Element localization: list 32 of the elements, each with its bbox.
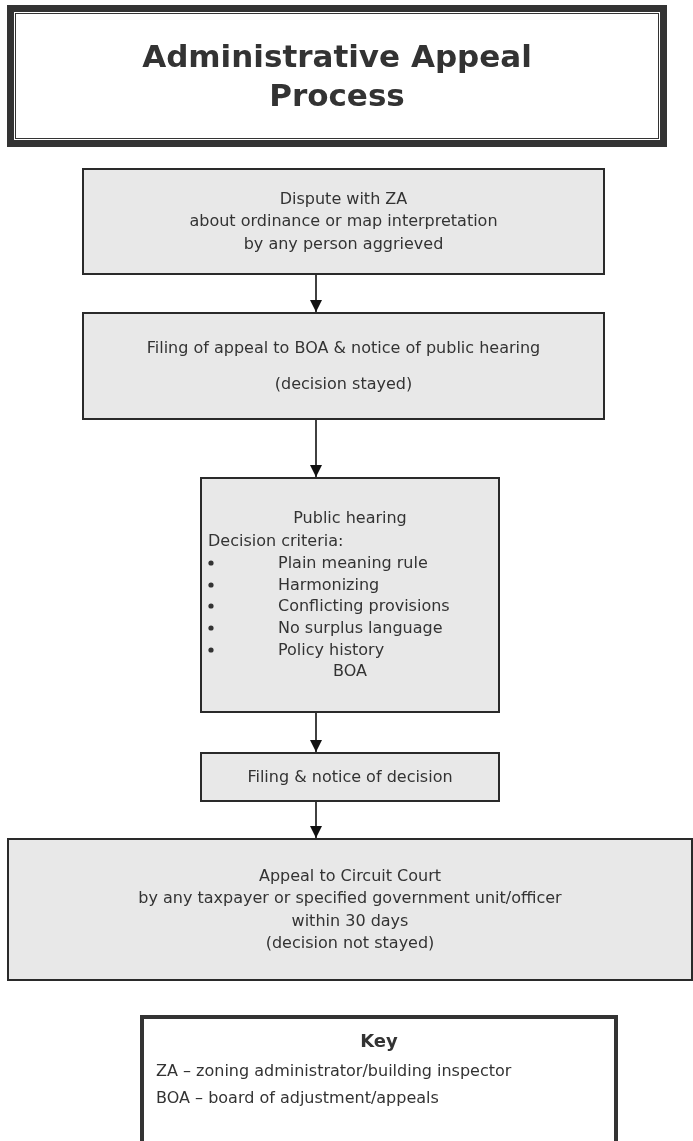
arrow (310, 801, 322, 839)
arrow (310, 274, 322, 313)
box-text: by any person aggrieved (243, 232, 444, 255)
criterion-text: Policy history (278, 638, 385, 661)
box-text: by any taxpayer or specified government unit/officer (138, 887, 562, 910)
box-text: (decision stayed) (274, 373, 413, 395)
box-text: Appeal to Circuit Court (258, 864, 442, 887)
key-box (140, 1015, 618, 1141)
box-text: Public hearing (293, 507, 407, 530)
box-text: Dispute with ZA (279, 187, 408, 210)
criterion-text: Plain meaning rule (278, 552, 428, 574)
box-text: Decision criteria: (208, 529, 345, 552)
box-text: ZA – zoning administrator/building inspector (156, 1059, 513, 1082)
box-text: (decision not stayed) (265, 931, 435, 954)
box-text: about ordinance or map interpretation (189, 210, 498, 233)
criterion-text: Harmonizing (278, 573, 380, 596)
criterion-text: Conflicting provisions (278, 595, 450, 617)
process-box (200, 752, 500, 802)
criterion-text: No surplus language (278, 617, 443, 639)
process-box (82, 168, 605, 275)
box-text: BOA – board of adjustment/appeals (156, 1087, 440, 1110)
process-box (200, 477, 500, 713)
arrow (310, 419, 322, 478)
key-heading: Key (360, 1029, 398, 1053)
process-box (82, 312, 605, 420)
box-text: Filing & notice of decision (247, 765, 453, 788)
box-text: Filing of appeal to BOA & notice of public hearing (146, 336, 541, 359)
title: Administrative Appeal Process (141, 37, 533, 115)
box-text: within 30 days (291, 909, 409, 932)
process-box (7, 838, 693, 981)
box-text: BOA (333, 660, 367, 683)
arrow (310, 712, 322, 753)
